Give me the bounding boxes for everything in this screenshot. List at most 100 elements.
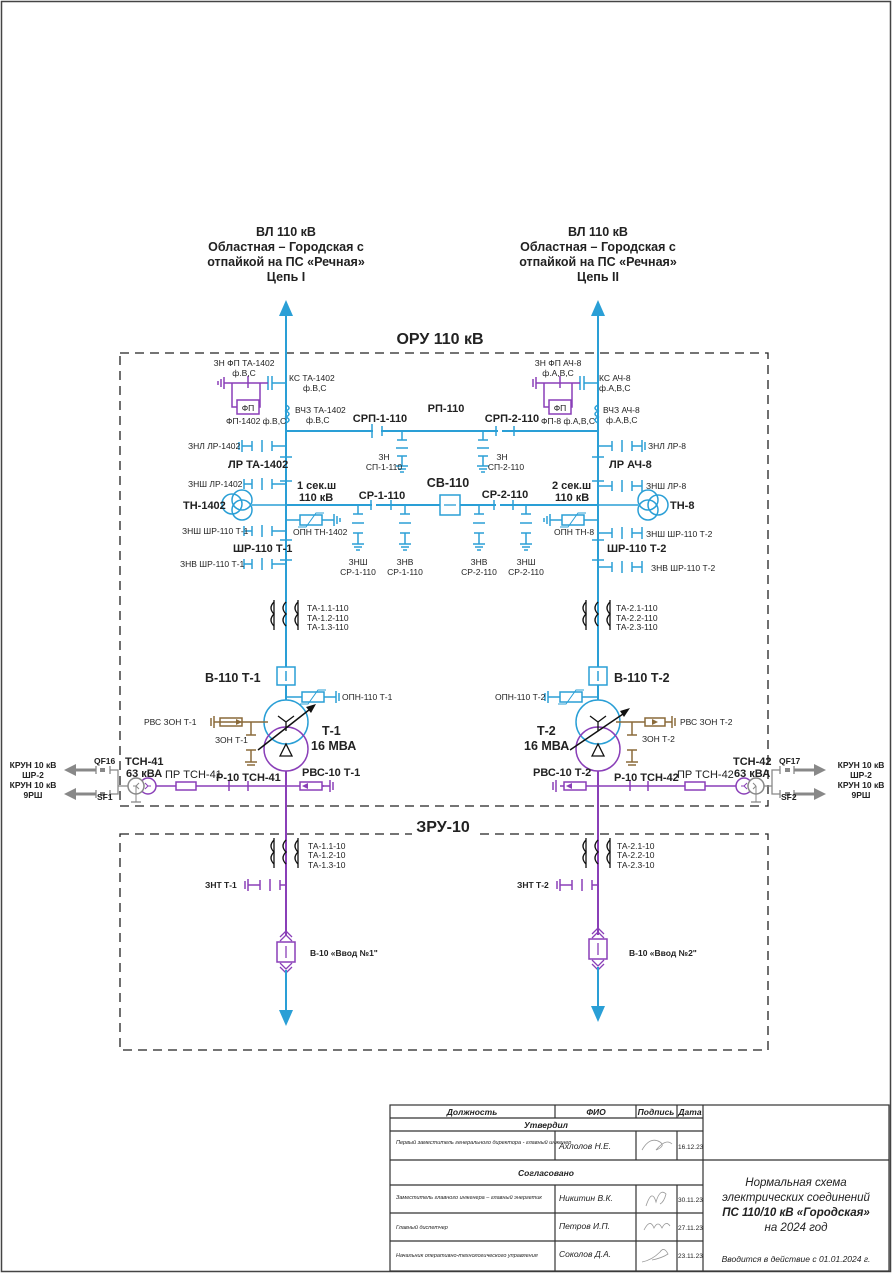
- label-zn-fp-phases: ф.В,С: [232, 368, 256, 378]
- line-right-title: ВЛ 110 кВ: [568, 225, 628, 239]
- fp-box-label: ФП: [242, 403, 255, 413]
- fuse-pr-tsn41-icon: [175, 781, 197, 791]
- label-ta-110-3: ТА-1.3-110: [307, 622, 349, 632]
- label-rvs10: РВС-10 Т-2: [533, 767, 591, 779]
- label-znsh-lr: ЗНШ ЛР-1402: [188, 479, 243, 489]
- zru-10-label: ЗРУ-10: [416, 819, 470, 836]
- label-znv-shr: ЗНВ ШР-110 Т-1: [180, 559, 245, 569]
- signature-icon: [641, 1249, 669, 1263]
- label-r10-tsn: Р-10 ТСН-42: [614, 772, 679, 784]
- label-ta-110-1: ТА-2.1-110: [616, 603, 658, 613]
- doc-title-line-2: электрических соединений: [722, 1192, 870, 1204]
- label-feeder-2-name: 9РШ: [24, 790, 43, 800]
- line-left-tap: отпайкой на ПС «Речная»: [207, 255, 365, 269]
- power-transformer-t1-lv-winding[interactable]: [263, 726, 309, 772]
- title-block-frame: [389, 1104, 890, 1272]
- label-transformer-t1: Т-1: [322, 724, 341, 738]
- label-section-1-kv: 110 кВ: [299, 492, 333, 504]
- label-tsn-power: 63 кВА: [126, 768, 162, 780]
- line-arrow-down-icon: [591, 1006, 605, 1022]
- feeder-breaker-qf16[interactable]: [95, 766, 111, 774]
- label-shr: ШР-110 Т-1: [233, 543, 292, 555]
- label-ta-110-3: ТА-2.3-110: [616, 622, 658, 632]
- feeder-breaker-qf17[interactable]: [779, 766, 795, 774]
- label-rvs-zon: РВС ЗОН Т-1: [144, 717, 197, 727]
- label-ks-phases: ф.В,С: [303, 383, 327, 393]
- label-znsh-sr2: ЗНШ: [516, 557, 535, 567]
- doc-title-line-3: ПС 110/10 кВ «Городская»: [722, 1207, 870, 1219]
- right-bay: ФП: [286, 300, 826, 1022]
- label-breaker-10: В-10 «Ввод №1": [310, 948, 378, 958]
- effective-date: Вводится в действие с 01.01.2024 г.: [722, 1254, 871, 1264]
- label-sr2: СР-2-110: [482, 489, 528, 501]
- label-znv-sr2-name: СР-2-110: [461, 567, 497, 577]
- header-position: Должность: [446, 1107, 498, 1117]
- label-znl: ЗНЛ ЛР-1402: [188, 441, 240, 451]
- label-lr: ЛР ТА-1402: [228, 459, 288, 471]
- current-transformer-10-right-icon: [582, 838, 611, 868]
- label-section-2: 2 сек.ш: [552, 480, 591, 492]
- label-opn-tn: ОПН ТН-8: [554, 527, 594, 537]
- zru-label-bg: [412, 816, 474, 836]
- regulation-arrow-icon: [620, 708, 630, 717]
- label-breaker-110: В-110 Т-1: [205, 671, 261, 685]
- current-transformer-110-left-icon: [270, 600, 299, 630]
- label-opn-110: ОПН-110 Т-2: [495, 692, 546, 702]
- label-tsn-power: 63 кВА: [734, 768, 770, 780]
- label-znsh-shr: ЗНШ ШР-110 Т-1: [182, 526, 249, 536]
- label-ta-10-2: ТА-2.2-10: [617, 850, 655, 860]
- label-section-1: 1 сек.ш: [297, 480, 336, 492]
- label-ta-110-1: ТА-1.1-110: [307, 603, 349, 613]
- power-transformer-t2-lv-winding[interactable]: [575, 726, 621, 772]
- line-arrow-up-icon: [591, 300, 605, 316]
- doc-title-line-4: на 2024 год: [765, 1222, 828, 1234]
- label-tsn: ТСН-41: [125, 756, 164, 768]
- label-zn-fp: ЗН ФП ТА-1402: [214, 358, 275, 368]
- label-rp110: РП-110: [428, 403, 465, 415]
- label-sr1: СР-1-110: [359, 490, 405, 502]
- oru-110-label: ОРУ 110 кВ: [396, 331, 483, 348]
- oru-110-zone: [119, 352, 769, 807]
- label-breaker-110: В-110 Т-2: [614, 671, 670, 685]
- label-znv-sr2: ЗНВ: [471, 557, 488, 567]
- agreed-date-1: 30.11.23: [678, 1197, 703, 1204]
- label-feeder-2: КРУН 10 кВ: [838, 780, 885, 790]
- label-feeder-2: КРУН 10 кВ: [10, 780, 57, 790]
- feeder-arrow-right-icon: [814, 764, 826, 776]
- label-ta-10-1: ТА-2.1-10: [617, 841, 655, 851]
- label-rvs-zon: РВС ЗОН Т-2: [680, 717, 733, 727]
- label-zn-fp-phases: ф.А,В,С: [542, 368, 574, 378]
- label-ks: КС ТА-1402: [289, 373, 335, 383]
- voltage-transformer-icon: [637, 489, 659, 511]
- label-ta-10-1: ТА-1.1-10: [308, 841, 346, 851]
- line-arrow-down-icon: [279, 1010, 293, 1026]
- label-lr: ЛР АЧ-8: [609, 459, 652, 471]
- label-qf16: QF16: [94, 756, 116, 766]
- line-right-name: Областная – Городская с: [520, 240, 676, 254]
- label-feeder-1-name: ШР-2: [22, 770, 44, 780]
- label-znsh-sr1: ЗНШ: [348, 557, 367, 567]
- label-srp1: СРП-1-110: [353, 413, 407, 425]
- agreed-name-3: Соколов Д.А.: [559, 1249, 611, 1259]
- line-trap-icon: [594, 404, 600, 424]
- label-shr: ШР-110 Т-2: [607, 543, 666, 555]
- signature-icon: [641, 1139, 673, 1151]
- line-left-circuit: Цепь I: [267, 270, 305, 284]
- label-znv-shr: ЗНВ ШР-110 Т-2: [651, 563, 716, 573]
- label-zon: ЗОН Т-2: [642, 734, 675, 744]
- label-feeder-1-name: ШР-2: [850, 770, 872, 780]
- label-znsh-sr2-name: СР-2-110: [508, 567, 544, 577]
- label-r10-tsn: Р-10 ТСН-41: [216, 772, 281, 784]
- agreed-position-2: Главный диспетчер: [396, 1224, 448, 1231]
- header-date: Дата: [677, 1107, 701, 1117]
- label-vchz: ВЧЗ АЧ-8: [603, 405, 640, 415]
- feeder-arrow-left-icon: [64, 764, 76, 776]
- label-znsh-lr: ЗНШ ЛР-8: [646, 481, 687, 491]
- label-znt: ЗНТ Т-1: [205, 880, 237, 890]
- label-transformer-t1-power: 16 МВА: [311, 739, 356, 753]
- label-zn-sp2: ЗН: [496, 452, 507, 462]
- fp-filter-box: [548, 399, 572, 415]
- label-fp: ФП-8 ф.А,В,С: [541, 416, 595, 426]
- label-ta-10-3: ТА-1.3-10: [308, 860, 346, 870]
